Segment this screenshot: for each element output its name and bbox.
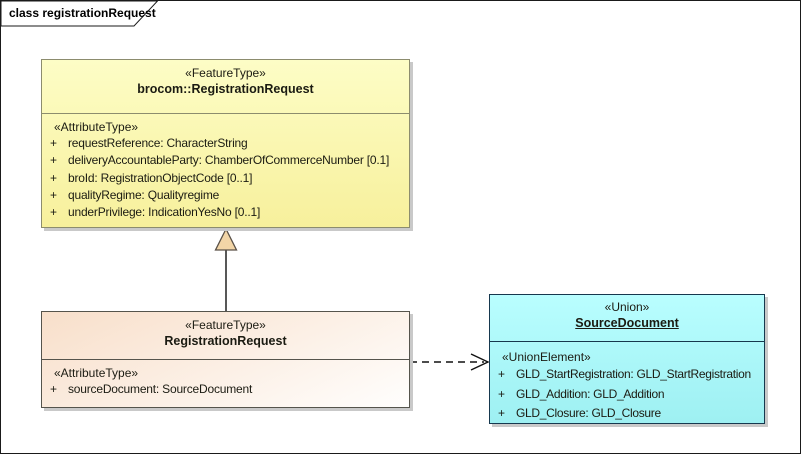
class-stereotype: «FeatureType» xyxy=(185,318,266,332)
attribute-stereotype: «UnionElement» xyxy=(502,350,591,364)
frame-tab: class registrationRequest xyxy=(1,1,171,31)
class-name: RegistrationRequest xyxy=(164,334,287,348)
attribute-row: + qualityRegime: Qualityregime xyxy=(50,187,220,202)
attribute-row: + GLD_Addition: GLD_Addition xyxy=(498,386,665,401)
attribute-stereotype: «AttributeType» xyxy=(54,120,139,134)
class-stereotype: «Union» xyxy=(604,300,650,314)
class-header: «FeatureType» RegistrationRequest xyxy=(42,312,409,360)
class-header: «FeatureType» brocom::RegistrationReques… xyxy=(42,60,409,114)
class-header: «Union» SourceDocument xyxy=(490,295,764,342)
attribute-stereotype: «AttributeType» xyxy=(54,366,139,380)
dependency-arrowhead-icon xyxy=(470,353,490,371)
attribute-row: + broId: RegistrationObjectCode [0..1] xyxy=(50,170,253,185)
attribute-row: + GLD_StartRegistration: GLD_StartRegist… xyxy=(498,367,751,381)
frame-title: class registrationRequest xyxy=(9,6,156,20)
attribute-row: + underPrivilege: IndicationYesNo [0..1] xyxy=(50,205,261,220)
attribute-row: + deliveryAccountableParty: ChamberOfCom… xyxy=(50,153,390,168)
attribute-row: + requestReference: CharacterString xyxy=(50,136,248,150)
class-name: SourceDocument xyxy=(575,316,679,330)
class-name: brocom::RegistrationRequest xyxy=(137,82,314,96)
class-brocom-registration-request[interactable]: «FeatureType» brocom::RegistrationReques… xyxy=(41,59,410,228)
attribute-compartment: «AttributeType» + requestReference: Char… xyxy=(42,114,409,221)
attribute-row: + sourceDocument: SourceDocument xyxy=(50,382,253,396)
generalization-arrowhead-icon xyxy=(214,227,238,251)
generalization-connector[interactable] xyxy=(214,227,238,311)
class-stereotype: «FeatureType» xyxy=(185,66,266,80)
attribute-compartment: «AttributeType» + sourceDocument: Source… xyxy=(42,360,409,398)
class-source-document[interactable]: «Union» SourceDocument «UnionElement» + … xyxy=(489,294,765,424)
frame-tab-shape xyxy=(1,1,159,27)
class-registration-request[interactable]: «FeatureType» RegistrationRequest «Attri… xyxy=(41,311,410,408)
dependency-connector[interactable] xyxy=(410,353,490,371)
attribute-row: + GLD_Closure: GLD_Closure xyxy=(498,406,661,420)
attribute-compartment: «UnionElement» + GLD_StartRegistration: … xyxy=(490,342,764,424)
